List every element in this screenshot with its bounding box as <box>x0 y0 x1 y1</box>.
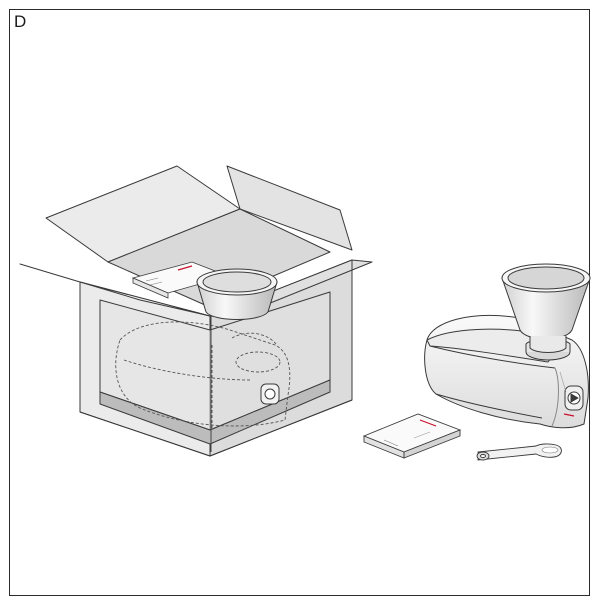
device-in-box-knob <box>261 384 279 404</box>
instruction-manual <box>364 414 460 458</box>
grinder-device <box>425 264 590 428</box>
measuring-spoon <box>477 444 561 460</box>
